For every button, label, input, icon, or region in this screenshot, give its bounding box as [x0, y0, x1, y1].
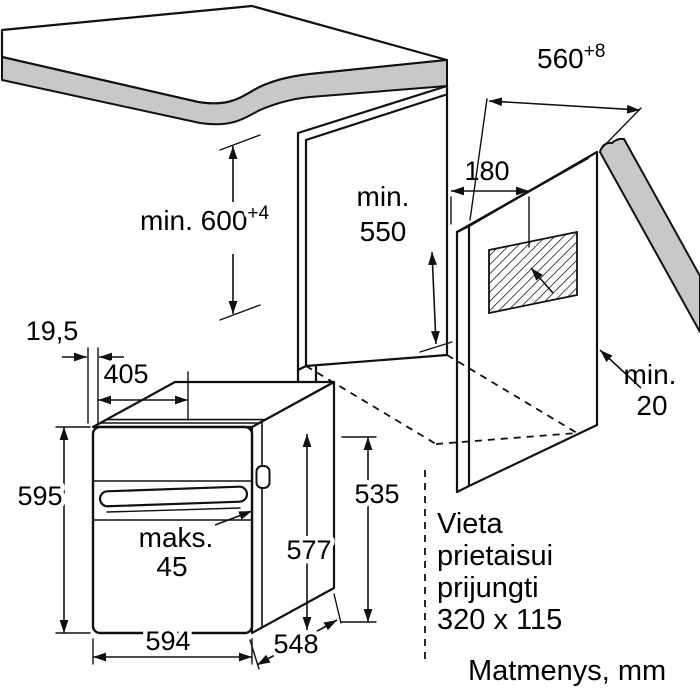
label-560: 560+8 [537, 41, 605, 74]
worktop-torn-band [599, 137, 700, 333]
label-45: 45 [156, 551, 187, 582]
rear-wall-bottom-edge [467, 423, 599, 488]
note-line-3: prijungti [437, 572, 539, 604]
note-line-1: Vieta [437, 508, 503, 540]
label-595: 595 [17, 481, 62, 511]
units-note: Matmenys, mm [468, 655, 666, 687]
dim-rear-gap-20: min. 20 [599, 349, 677, 421]
extension-line [469, 98, 488, 221]
leader-arrow [599, 349, 642, 389]
dim-oven-width-594: 594 [92, 622, 253, 665]
label-594: 594 [145, 626, 190, 656]
oven-door-handle [98, 485, 249, 508]
extension-line [219, 304, 261, 321]
label-577: 577 [286, 535, 331, 565]
extension-line [419, 341, 453, 353]
connection-note: Vieta prietaisui prijungti 320 x 115 [424, 470, 562, 660]
label-405: 405 [103, 359, 148, 389]
dim-recess-180: 180 [450, 156, 530, 248]
label-180: 180 [464, 156, 509, 186]
dim-oven-height-595: 595 [13, 426, 91, 634]
niche-floor-hidden-right [446, 354, 578, 434]
note-line-4: 320 x 115 [437, 604, 562, 636]
dim-niche-height-600: min. 600+4 [136, 134, 274, 321]
rear-panel-bottom-join [455, 484, 471, 494]
oven-front-face [91, 425, 254, 635]
label-min: min. [357, 181, 410, 212]
label-maks: maks. [139, 522, 214, 553]
extension-line [219, 134, 261, 151]
worktop-front-edge [1, 56, 448, 126]
niche-top-edge-outer [296, 84, 449, 135]
rear-wall [455, 137, 700, 494]
label-535: 535 [354, 479, 399, 509]
dimension-line [428, 251, 440, 345]
worktop [0, 4, 449, 126]
dim-body-depth-548: 548 [249, 593, 342, 670]
label-548: 548 [273, 629, 318, 659]
oven [91, 380, 336, 635]
label-min-600: min. 600+4 [140, 203, 270, 236]
extension-line [601, 107, 642, 149]
dim-inner-height-577: 577 [282, 434, 336, 630]
extension-line [333, 593, 342, 624]
dimension-line [256, 619, 338, 666]
dim-niche-depth-550: min. 550 [357, 181, 453, 353]
note-line-2: prietaisui [437, 540, 553, 572]
label-550: 550 [360, 216, 407, 247]
connection-area-hatch [488, 230, 578, 315]
niche-floor-hidden-rear [435, 432, 578, 445]
niche-stile-bottom [296, 364, 308, 372]
dim-top-depth-405: 405 [98, 355, 189, 421]
dim-handle-depth-45: maks. 45 [134, 510, 253, 587]
leader-arrow [214, 510, 253, 526]
dimension-line [488, 97, 641, 114]
connection-leader-arrow [530, 267, 554, 294]
oven-handle-shadow-line [106, 507, 241, 513]
oven-side-latch [255, 465, 271, 489]
niche-top-edge-inner [304, 93, 447, 142]
dim-body-height-535: 535 [341, 436, 404, 623]
dim-niche-width-560: 560+8 [469, 41, 642, 221]
label-20: 20 [636, 390, 667, 421]
label-min: min. [624, 359, 677, 390]
label-19-5: 19,5 [26, 316, 79, 346]
dim-front-overhang-19-5: 19,5 [26, 316, 124, 424]
rear-wall-top-inner [467, 150, 599, 228]
niche-bottom-edge [304, 353, 449, 368]
